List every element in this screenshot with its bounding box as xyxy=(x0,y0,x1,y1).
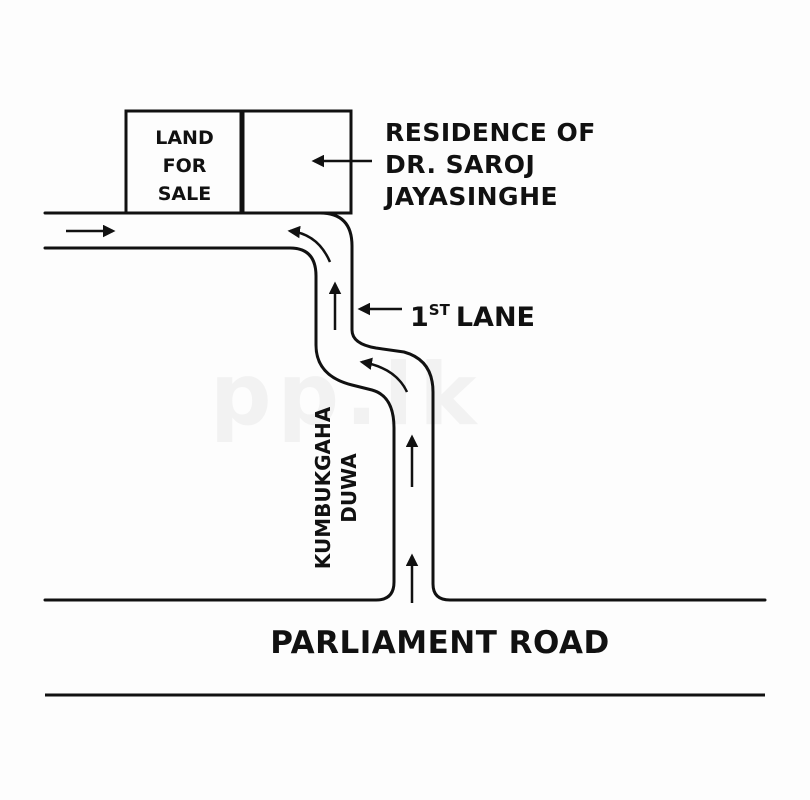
land-label-line: SALE xyxy=(157,183,212,205)
first-lane-road xyxy=(43,211,767,602)
side-road-label-line: KUMBUKGAHA xyxy=(311,406,335,570)
lane-name: LANE xyxy=(455,302,535,333)
lane-ordinal-suffix: ST xyxy=(428,301,450,319)
land-label-line: LAND xyxy=(155,127,214,149)
parliament-road-label: PARLIAMENT ROAD xyxy=(270,625,610,661)
residence-label: RESIDENCE OF DR. SAROJ JAYASINGHE xyxy=(385,117,596,213)
direction-arrow-icon xyxy=(359,357,409,393)
side-road-label-line: DUWA xyxy=(337,453,361,523)
direction-arrow-icon xyxy=(287,225,332,263)
kumbukgaha-duwa-label: KUMBUKGAHA DUWA xyxy=(310,407,362,569)
land-for-sale-label: LAND FOR SALE xyxy=(126,124,243,208)
residence-label-line: RESIDENCE OF xyxy=(385,118,596,147)
first-lane-label: 1ST LANE xyxy=(410,294,535,334)
land-label-line: FOR xyxy=(162,155,207,177)
residence-label-line: DR. SAROJ xyxy=(385,150,536,179)
lane-number: 1 xyxy=(410,302,429,333)
residence-label-line: JAYASINGHE xyxy=(385,182,559,211)
